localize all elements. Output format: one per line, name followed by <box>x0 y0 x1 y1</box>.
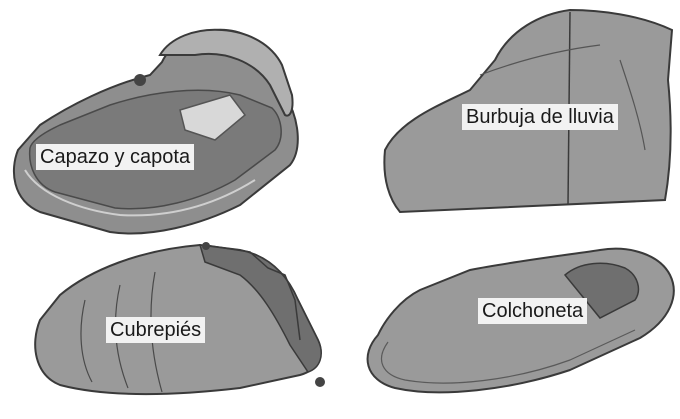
label-rain-cover: Burbuja de lluvia <box>462 104 618 130</box>
label-footmuff: Cubrepiés <box>106 317 205 343</box>
label-carrycot: Capazo y capota <box>36 144 194 170</box>
label-mattress: Colchoneta <box>478 298 587 324</box>
carrycot-illustration <box>14 30 298 234</box>
